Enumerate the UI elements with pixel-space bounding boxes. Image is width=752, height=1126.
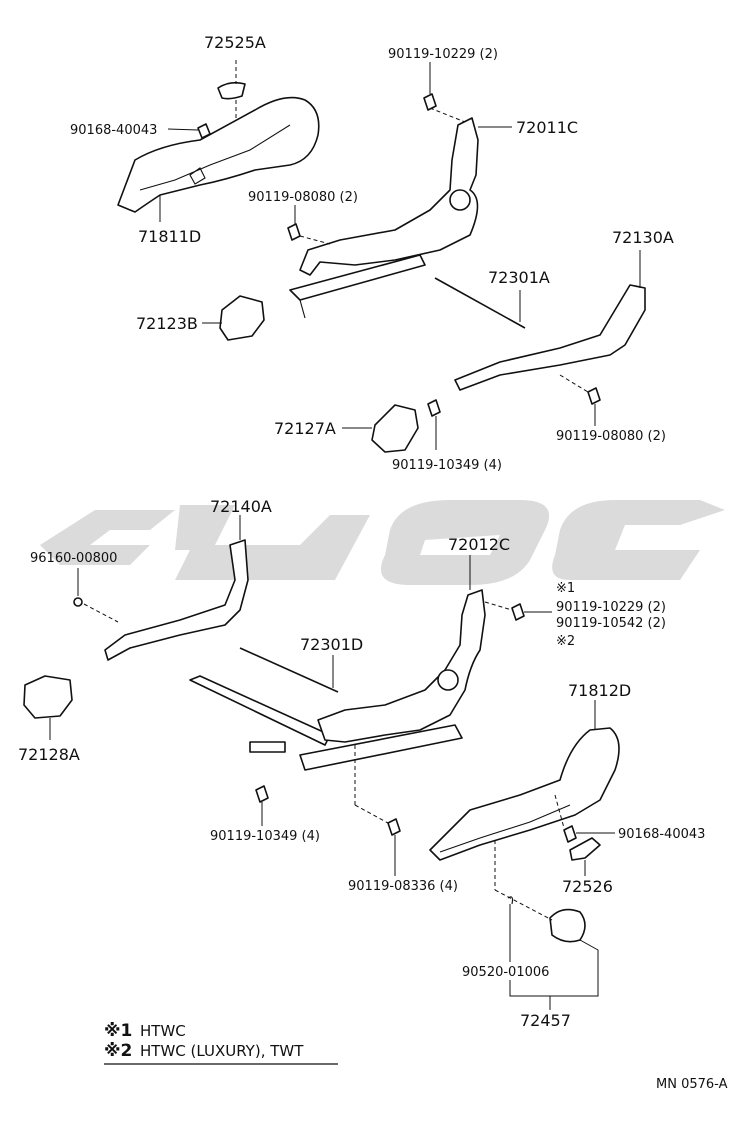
label-72457: 72457	[520, 1011, 571, 1030]
recliner-72011C-pivot	[449, 189, 471, 211]
legend-mark-1: ※1	[104, 1021, 132, 1041]
label-72526: 72526	[562, 877, 613, 896]
track-72140A	[104, 539, 249, 661]
clip-72525A	[217, 81, 246, 100]
recliner-72012C	[317, 589, 486, 743]
watermark-logo	[40, 500, 725, 585]
label-90119-08080-right: 90119-08080 (2)	[556, 429, 666, 444]
label-90119-10349-bottom: 90119-10349 (4)	[210, 829, 320, 844]
label-72128A: 72128A	[18, 745, 80, 764]
legend-text-2: HTWC (LUXURY), TWT	[140, 1042, 304, 1060]
bolt-90119-08336	[387, 818, 401, 836]
label-72123B: 72123B	[136, 314, 198, 333]
cover-72123B	[219, 295, 265, 341]
note2-mark: ※2	[556, 634, 575, 649]
dash-90119-08080-left	[299, 235, 331, 245]
clip-90520-01006	[507, 896, 514, 905]
watermark-stroke-1	[40, 510, 175, 565]
dash-90168-bottom	[554, 794, 565, 829]
label-72130A: 72130A	[612, 228, 674, 247]
label-90520-01006: 90520-01006	[462, 965, 549, 980]
lever-bar	[189, 675, 331, 746]
bolt-90119-10229-mid	[511, 603, 525, 621]
figure-code: MN 0576-A	[656, 1077, 728, 1092]
bolt-90119-10349-bottom	[255, 785, 269, 803]
dash-96160-00800	[83, 603, 119, 623]
watermark-stroke-3	[380, 500, 550, 585]
dash-90119-10229-mid	[484, 601, 513, 611]
bolt-90119-10229-top	[423, 93, 437, 111]
label-72301A: 72301A	[488, 268, 550, 287]
watermark-stroke-4	[552, 500, 725, 580]
label-72127A: 72127A	[274, 419, 336, 438]
legend: ※1 HTWC ※2 HTWC (LUXURY), TWT	[104, 1021, 338, 1065]
knob-72457	[549, 908, 586, 943]
bracket-72457	[509, 939, 599, 997]
recliner-72012C-pivot	[437, 669, 459, 691]
label-72525A: 72525A	[204, 33, 266, 52]
screw-90168-bottom	[563, 825, 577, 843]
label-90168-40043-bottom: 90168-40043	[618, 827, 705, 842]
label-71811D: 71811D	[138, 227, 201, 246]
label-71812D: 71812D	[568, 681, 631, 700]
label-90119-08336: 90119-08336 (4)	[348, 879, 458, 894]
label-90119-10229-mid: 90119-10229 (2)	[556, 600, 666, 615]
bolt-90119-10349-top	[427, 399, 441, 417]
recliner-72011C	[299, 117, 479, 276]
label-96160-00800: 96160-00800	[30, 551, 117, 566]
track-rail-top	[289, 254, 426, 301]
cover-72127A	[371, 404, 419, 453]
watermark-stroke-2	[175, 505, 370, 580]
cover-72128A	[23, 675, 73, 719]
bolt-90119-08080-right	[587, 387, 601, 405]
label-90119-10542: 90119-10542 (2)	[556, 616, 666, 631]
label-90119-08080-top: 90119-08080 (2)	[248, 190, 358, 205]
dash-knob-b	[494, 889, 553, 921]
rod-72301D	[239, 647, 339, 693]
shield-71812D	[429, 727, 620, 861]
shield-71811D-slot	[189, 167, 206, 185]
legend-mark-2: ※2	[104, 1041, 132, 1061]
screw-90168-top	[197, 123, 211, 139]
label-90168-40043-top: 90168-40043	[70, 123, 157, 138]
track-bottom-main	[299, 724, 463, 771]
shield-71811D-edge	[139, 124, 291, 191]
rod-72301A	[434, 277, 526, 329]
label-72301D: 72301D	[300, 635, 363, 654]
clip-96160-00800	[73, 597, 83, 607]
leader-bolt-top	[429, 107, 466, 123]
label-72140A: 72140A	[210, 497, 272, 516]
bolt-90119-08080-left	[287, 223, 301, 241]
note1-mark: ※1	[556, 581, 575, 596]
label-90119-10229-top: 90119-10229 (2)	[388, 47, 498, 62]
lever-grip	[249, 741, 286, 753]
track-72130A	[454, 284, 646, 391]
track-lever-top	[299, 299, 306, 319]
dash-90119-08336-b	[354, 804, 389, 824]
label-90119-10349-top: 90119-10349 (4)	[392, 458, 502, 473]
clip-72526	[569, 837, 601, 861]
label-72012C: 72012C	[448, 535, 510, 554]
legend-text-1: HTWC	[140, 1022, 186, 1040]
dash-90119-08080-right	[559, 374, 589, 393]
label-72011C: 72011C	[516, 118, 578, 137]
shield-71812D-edge	[439, 804, 571, 853]
leader-90168-top	[167, 128, 199, 131]
